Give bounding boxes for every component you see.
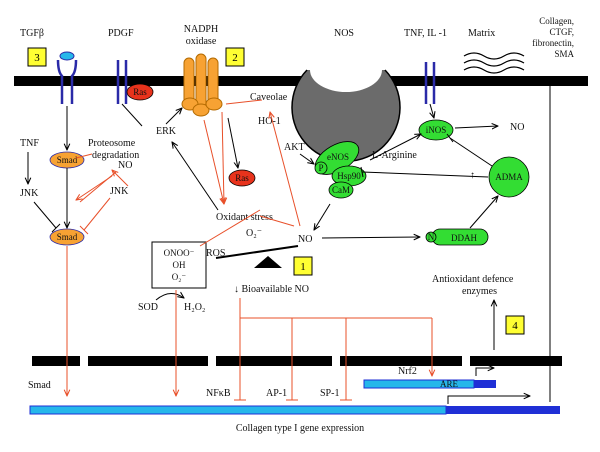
label-no-center: NO <box>298 234 312 245</box>
nuclear-membrane <box>32 356 562 366</box>
are-coding <box>474 380 496 388</box>
label-nfkb: NFκB <box>206 388 231 399</box>
svg-text:Smad: Smad <box>57 155 78 165</box>
label-proteosome-1: Proteosome <box>88 138 136 149</box>
black-arrows <box>28 78 550 404</box>
box-1: 1 <box>293 256 313 276</box>
enos-complex: eNOS Hsp90 CaM P <box>314 141 367 199</box>
label-matrix-1: Collagen, <box>539 16 574 26</box>
box-2: 2 <box>225 47 245 67</box>
label-ap1: AP-1 <box>266 388 287 399</box>
tgfb-receptor <box>56 51 78 104</box>
svg-text:4: 4 <box>512 320 518 332</box>
label-bioavailable-no: ↓ Bioavailable NO <box>234 284 309 295</box>
label-matrix: Matrix <box>468 28 495 39</box>
label-nos: NOS <box>334 28 354 39</box>
svg-text:DDAH: DDAH <box>451 233 477 243</box>
label-o2-minus: O₂⁻ <box>246 228 262 239</box>
label-jnk-2: JNK <box>110 186 129 197</box>
svg-text:N: N <box>428 232 435 242</box>
label-smad-bottom: Smad <box>28 380 51 391</box>
label-ho1: HO-1 <box>258 116 281 127</box>
svg-text:Hsp90: Hsp90 <box>337 171 361 181</box>
smad-node-2: Smad <box>49 228 85 246</box>
caveolae <box>291 48 401 163</box>
ddah-node: DDAH N <box>425 228 489 246</box>
label-proteosome-2: degradation <box>92 150 139 161</box>
collagen-gene-coding <box>446 406 560 414</box>
orange-arrows <box>67 99 432 401</box>
svg-text:Smad: Smad <box>57 232 78 242</box>
label-ros: ROS <box>206 248 225 259</box>
label-collagen-expression: Collagen type I gene expression <box>236 423 364 434</box>
label-tnf-il1: TNF, IL -1 <box>404 28 447 39</box>
svg-text:2: 2 <box>232 52 238 64</box>
label-h2o2: H₂O₂ <box>184 302 205 313</box>
ras-node-1: Ras <box>126 83 154 101</box>
inos-node: iNOS <box>418 119 454 141</box>
svg-text:1: 1 <box>300 261 306 273</box>
label-pdgf: PDGF <box>108 28 134 39</box>
svg-text:Ras: Ras <box>133 87 147 97</box>
adma-node: ADMA <box>488 156 530 198</box>
label-nadph: NADPH <box>184 24 218 35</box>
label-antioxidant-2: enzymes <box>462 286 497 297</box>
label-sp1: SP-1 <box>320 388 339 399</box>
label-oxidase: oxidase <box>186 36 217 47</box>
tnf-receptor <box>424 62 436 104</box>
box-4: 4 <box>505 315 525 335</box>
svg-text:ONOO⁻: ONOO⁻ <box>164 248 195 258</box>
label-no-mid: NO <box>118 160 132 171</box>
pdgf-receptor <box>116 60 128 104</box>
label-caveolae: Caveolae <box>250 92 288 103</box>
label-matrix-2: CTGF, <box>549 27 574 37</box>
svg-text:iNOS: iNOS <box>426 125 447 135</box>
label-matrix-3: fibronectin, <box>532 38 574 48</box>
label-matrix-4: SMA <box>554 49 574 59</box>
ras-node-2: Ras <box>228 169 256 187</box>
svg-text:ADMA: ADMA <box>495 172 523 182</box>
nadph-oxidase <box>181 53 223 117</box>
collagen-gene-bar <box>29 405 447 415</box>
label-tgfb: TGFβ <box>20 28 44 39</box>
label-l-arginine: L-Arginine <box>372 150 417 161</box>
label-antioxidant-1: Antioxidant defence <box>432 274 514 285</box>
balance-seesaw <box>215 245 299 268</box>
smad-node-1: Smad <box>49 151 85 169</box>
svg-text:Ras: Ras <box>235 173 249 183</box>
label-no-top: NO <box>510 122 524 133</box>
label-akt: AKT <box>284 142 305 153</box>
svg-text:3: 3 <box>34 52 40 64</box>
svg-text:OH: OH <box>173 260 186 270</box>
label-tnf: TNF <box>20 138 39 149</box>
matrix-fibers <box>463 52 525 74</box>
species-box <box>151 241 207 289</box>
label-are: ARE <box>440 379 459 389</box>
label-up-arrow: ↑ <box>470 170 475 181</box>
label-erk: ERK <box>156 126 177 137</box>
label-nrf2: Nrf2 <box>398 366 417 377</box>
svg-text:eNOS: eNOS <box>327 152 349 162</box>
box-3: 3 <box>27 47 47 67</box>
svg-text:O₂⁻: O₂⁻ <box>172 272 187 282</box>
label-sod: SOD <box>138 302 158 313</box>
svg-text:P: P <box>318 163 323 173</box>
label-jnk-1: JNK <box>20 188 39 199</box>
svg-text:CaM: CaM <box>332 185 350 195</box>
label-oxidant-stress: Oxidant stress <box>216 212 273 223</box>
